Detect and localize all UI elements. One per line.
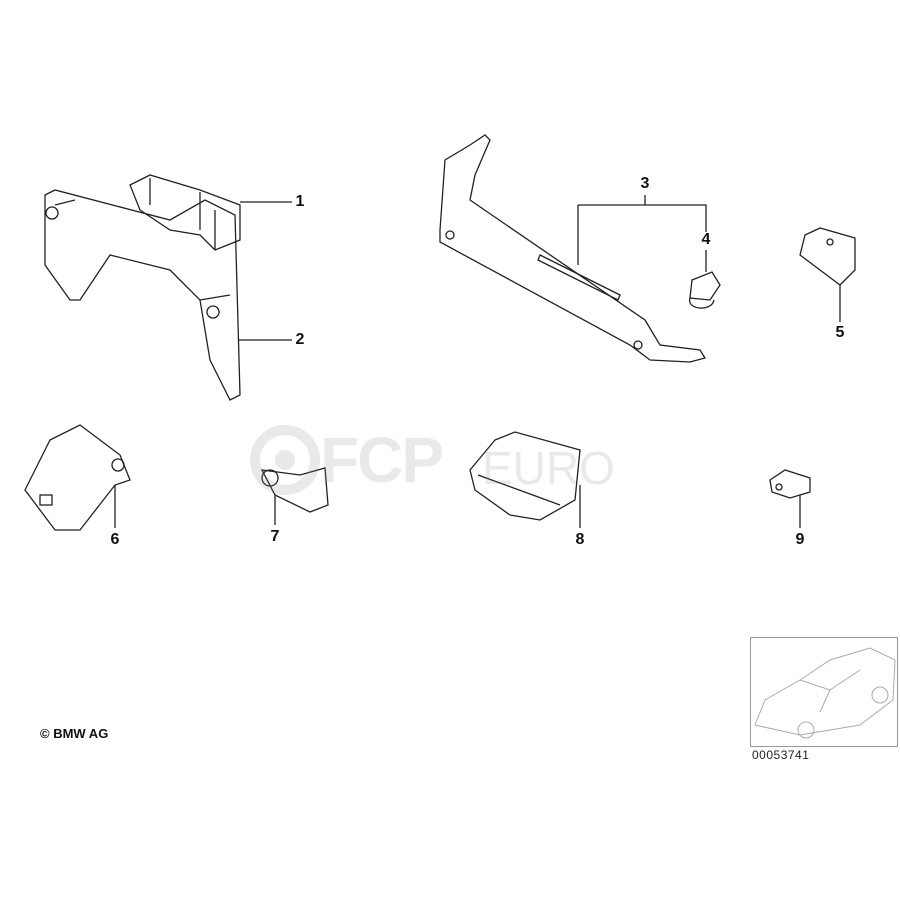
part-bracket-6: [24, 424, 131, 531]
callout-3: 3: [640, 175, 650, 192]
callout-1: 1: [295, 193, 305, 210]
callout-6: 6: [110, 531, 120, 548]
callout-8: 8: [575, 531, 585, 548]
watermark-gear-icon: [250, 425, 320, 495]
callout-5: 5: [835, 324, 845, 341]
callout-4: 4: [701, 231, 711, 248]
part-clip-9: [769, 469, 811, 528]
watermark-logo: FCP EURO: [250, 415, 650, 505]
part-clip-7: [260, 467, 329, 525]
part-bracket-8: [469, 431, 581, 528]
callout-7: 7: [270, 528, 280, 545]
part-bar-3: [439, 134, 707, 363]
diagram-number: 00053741: [752, 748, 810, 762]
callout-9: 9: [795, 531, 805, 548]
reference-car-outline: [754, 647, 896, 739]
reference-vehicle-box: [750, 637, 898, 747]
part-bracket-5: [799, 227, 856, 322]
part-bracket-1-2: [44, 174, 292, 401]
part-clip-4: [689, 250, 721, 309]
callout-2: 2: [295, 331, 305, 348]
copyright: © BMW AG: [40, 726, 109, 741]
